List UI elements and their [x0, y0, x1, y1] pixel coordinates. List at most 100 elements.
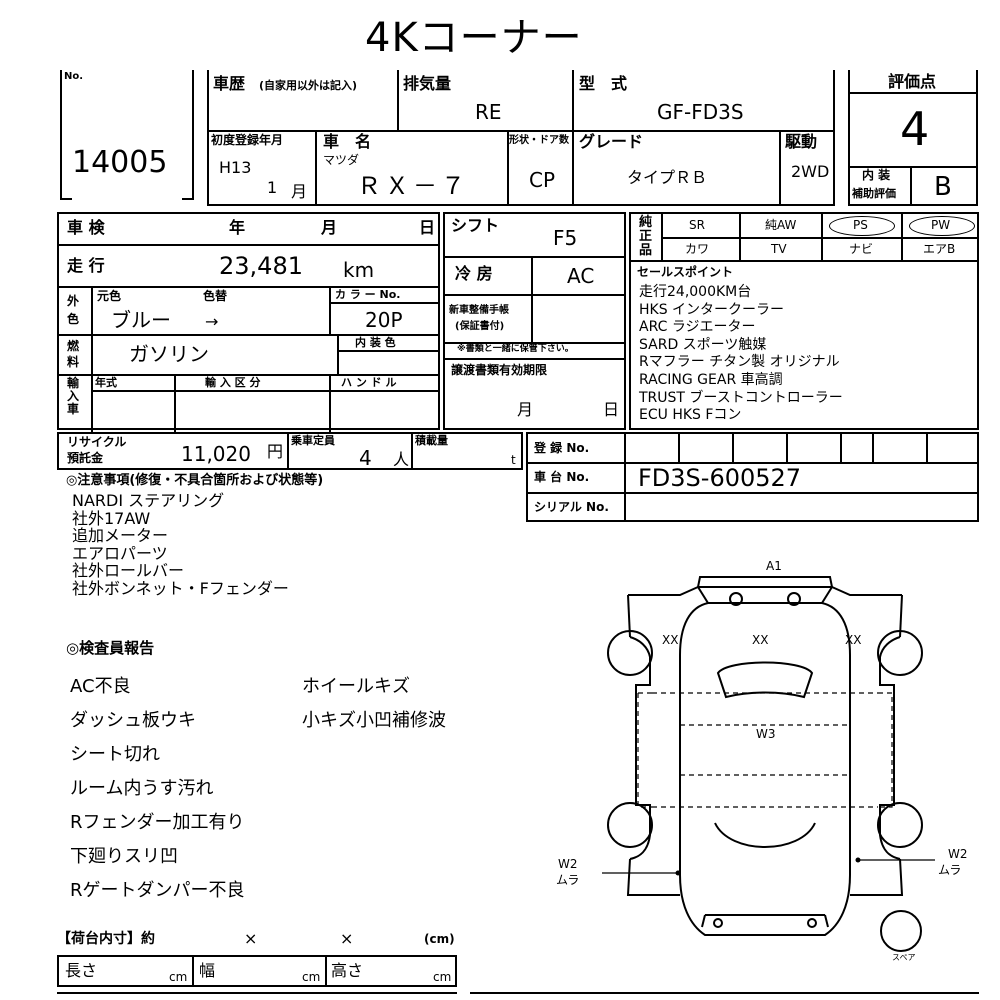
shaken-year: 年 — [229, 218, 246, 237]
shaken-label: 車 検 — [67, 218, 105, 237]
color-orig-label: 元色 — [97, 289, 122, 303]
note-item: 追加メーター — [72, 526, 169, 545]
recycle-label1: リサイクル — [67, 435, 127, 449]
color-code-value: 20P — [365, 308, 403, 332]
diagram-xx-left: XX — [662, 633, 679, 647]
note-item: 社外17AW — [72, 508, 151, 528]
notes-list: NARDI ステアリング 社外17AW 追加メーター エアロパーツ 社外ロールバ… — [72, 492, 289, 597]
sales-points-box: セールスポイント 走行24,000KM台 HKS インタークーラー ARC ラジ… — [629, 262, 979, 430]
first-reg-month-unit: 月 — [291, 182, 308, 201]
diagram-mura-left: ムラ — [556, 873, 580, 887]
sales-point-item: HKS インタークーラー — [639, 301, 785, 318]
cargo-dims-box: 長さ cm 幅 cm 高さ cm — [57, 955, 457, 987]
displacement-label: 排気量 — [403, 74, 452, 93]
shift-value: F5 — [553, 226, 578, 250]
capacity-value: 4 — [359, 446, 372, 470]
transfer-day: 日 — [603, 400, 620, 419]
diagram-xx-right: XX — [845, 633, 862, 647]
inspector-item: AC不良 — [70, 676, 131, 697]
diagram-xx-center: XX — [752, 633, 769, 647]
score-value: 4 — [900, 102, 930, 156]
interior-color-label: 内 装 色 — [355, 336, 396, 349]
ac-label: 冷 房 — [455, 264, 493, 283]
inspector-right-list: ホイールキズ 小キズ小凹補修波 — [302, 670, 446, 738]
notes-label: ◎注意事項(修復・不具合箇所および状態等) — [66, 473, 324, 488]
transmission-box: シフト F5 冷 房 AC 新車整備手帳 (保証書付) ※書類と一緒に保管下さい… — [443, 212, 626, 430]
lot-number: 14005 — [72, 145, 168, 180]
chassis-value: FD3S-600527 — [638, 464, 802, 492]
equip-side-label: 純正品 — [639, 215, 653, 258]
shaken-month: 月 — [321, 218, 338, 237]
diagram-spare: スペア — [892, 953, 916, 962]
car-damage-diagram — [602, 576, 935, 952]
body-doors-label: 形状・ドア数 — [509, 135, 569, 146]
score-box: 評価点 4 内 装 補助評価 B — [848, 70, 978, 206]
cargo-label: 【荷台内寸】約 — [57, 931, 155, 947]
mileage-unit: km — [343, 258, 375, 282]
equip-navi: ナビ — [849, 242, 874, 256]
ac-value: AC — [567, 264, 595, 288]
sales-point-item: SARD スポーツ触媒 — [639, 336, 767, 353]
equip-airbag: エアB — [923, 242, 956, 256]
equip-alloy-wheel: 純AW — [765, 218, 797, 232]
equip-ps: PS — [853, 218, 868, 232]
bottom-cut-line-right — [470, 992, 979, 994]
recycle-label2: 預託金 — [67, 451, 104, 465]
note-item: エアロパーツ — [72, 543, 168, 563]
inspector-item: ルーム内うす汚れ — [70, 778, 214, 799]
warranty-note: ※書類と一緒に保管下さい。 — [457, 344, 574, 354]
equip-pw: PW — [931, 218, 951, 232]
import-side-label: 輸入車 — [67, 376, 80, 416]
note-item: 社外ロールバー — [72, 561, 185, 580]
recycle-unit: 円 — [267, 442, 284, 461]
diagram-w2-right: W2 — [948, 847, 968, 861]
diagram-w2-left: W2 — [558, 857, 578, 871]
color-side-label: 外色 — [67, 294, 80, 326]
equip-tv: TV — [771, 242, 787, 256]
cargo-height-unit: cm — [433, 970, 452, 984]
note-item: 社外ボンネット・Fフェンダー — [72, 578, 289, 598]
drive-value: 2WD — [791, 162, 830, 181]
capacity-unit: 人 — [393, 450, 410, 469]
sales-point-item: ARC ラジエーター — [639, 319, 756, 336]
serial-label: シリアル No. — [534, 500, 609, 514]
color-repaint-label: 色替 — [203, 289, 228, 303]
warranty-label1: 新車整備手帳 — [449, 305, 509, 316]
mileage-value: 23,481 — [219, 252, 303, 280]
diagram-a1: A1 — [766, 559, 782, 573]
import-class-label: 輸 入 区 分 — [205, 376, 261, 389]
chassis-label: 車 台 No. — [534, 470, 590, 484]
color-arrow: → — [205, 312, 219, 331]
inspector-item: Rフェンダー加工有り — [70, 812, 245, 833]
cargo-unit: (cm) — [424, 932, 455, 946]
diagram-mura-right: ムラ — [938, 863, 962, 877]
model-value: GF-FD3S — [657, 100, 744, 124]
cargo-width-unit: cm — [302, 970, 321, 984]
equip-sr: SR — [689, 218, 705, 232]
sales-point-item: ECU HKS Fコン — [639, 407, 742, 424]
registration-label: 登 録 No. — [534, 441, 590, 455]
header-info-box: 車歴 (自家用以外は記入) 排気量 RE 型 式 GF-FD3S 初度登録年月 … — [207, 70, 835, 206]
sales-point-item: TRUST ブーストコントローラー — [639, 389, 843, 406]
cargo-x1: × — [244, 929, 258, 948]
page-title: 4Kコーナー — [365, 15, 583, 61]
recycle-value: 11,020 — [181, 442, 251, 466]
registration-box: 登 録 No. 車 台 No. FD3S-600527 シリアル No. — [526, 432, 979, 522]
transfer-month: 月 — [517, 400, 534, 419]
import-year-label: 年式 — [95, 376, 117, 389]
inspector-item: Rゲートダンパー不良 — [70, 880, 245, 901]
transfer-docs-label: 譲渡書類有効期限 — [451, 363, 548, 377]
sales-point-item: Rマフラー チタン製 オリジナル — [639, 354, 840, 371]
capacity-label: 乗車定員 — [291, 434, 335, 447]
import-handle-label: ハ ン ド ル — [341, 376, 397, 389]
cargo-length-unit: cm — [169, 970, 188, 984]
drive-label: 駆動 — [785, 132, 818, 151]
inspector-item: 下廻りスリ凹 — [70, 846, 178, 867]
equip-pw-circle — [909, 216, 975, 236]
car-name-label: 車 名 — [323, 132, 372, 151]
grade-label: グレード — [579, 132, 644, 151]
cargo-height-label: 高さ — [331, 961, 364, 980]
model-label: 型 式 — [579, 74, 628, 93]
sales-point-item: RACING GEAR 車高調 — [639, 371, 783, 388]
grade-value: タイプＲＢ — [627, 168, 708, 187]
